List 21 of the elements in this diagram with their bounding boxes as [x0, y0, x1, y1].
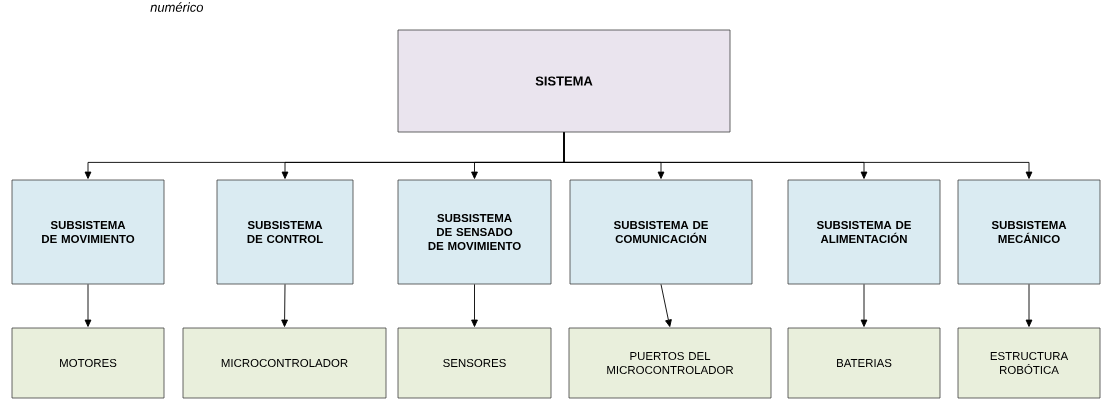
component-box: MOTORES [11, 327, 165, 399]
arrow [563, 131, 1033, 179]
component-box: BATERIAS [787, 327, 941, 399]
arrow [281, 283, 288, 327]
component-box: MICROCONTROLADOR [182, 327, 387, 399]
arrow [471, 283, 478, 327]
arrow [660, 283, 672, 327]
subsystem-box: SUBSISTEMA DE SENSADO DE MOVIMIENTO [397, 179, 552, 285]
component-box: SENSORES [397, 327, 552, 399]
component-box: PUERTOS DEL MICROCONTROLADOR [568, 327, 772, 399]
arrow [860, 283, 868, 327]
subsystem-box: SUBSISTEMA DE COMUNICACIÓN [569, 179, 753, 285]
arrow [1025, 283, 1033, 327]
top-box: SISTEMA [397, 29, 731, 133]
arrow [84, 283, 92, 327]
subsystem-box: SUBSISTEMA DE ALIMENTACIÓN [787, 179, 941, 285]
note-text: numérico [150, 2, 204, 12]
subsystem-box: SUBSISTEMA DE MOVIMIENTO [11, 179, 165, 285]
subsystem-box: SUBSISTEMA MECÁNICO [957, 179, 1101, 285]
subsystem-box: SUBSISTEMA DE CONTROL [216, 179, 354, 285]
component-box: ESTRUCTURA ROBÓTICA [957, 327, 1101, 399]
